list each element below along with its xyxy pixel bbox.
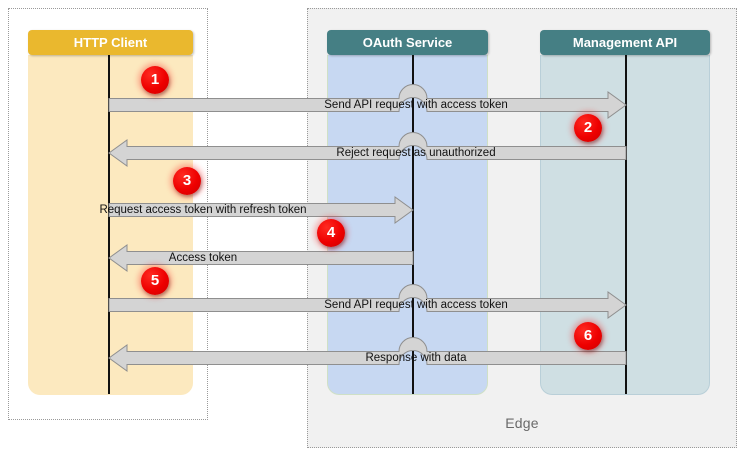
arrow-shape [108, 132, 627, 167]
message-label: Access token [168, 252, 238, 264]
lifeline-header-management-api: Management API [540, 30, 710, 55]
message-arrow [108, 196, 414, 224]
arrow-shape [108, 196, 414, 224]
message-label: Send API request with access token [324, 299, 508, 311]
message-label: Send API request with access token [324, 99, 508, 111]
step-badge: 1 [141, 66, 169, 94]
lifeline-header-oauth-service: OAuth Service [327, 30, 488, 55]
message-arrow [108, 244, 414, 272]
message-label: Reject request as unauthorized [336, 147, 496, 159]
message-arrow [108, 337, 627, 372]
lifeline-line-management-api [625, 55, 627, 394]
message-arrow [108, 284, 627, 319]
message-label: Request access token with refresh token [99, 204, 307, 216]
lifeline-line-http-client [108, 55, 110, 394]
arrow-shape [108, 284, 627, 319]
step-badge: 5 [141, 267, 169, 295]
lifeline-line-oauth-service [412, 55, 414, 394]
step-badge: 4 [317, 219, 345, 247]
step-badge: 6 [574, 322, 602, 350]
step-badge: 3 [173, 167, 201, 195]
lifeline-header-http-client: HTTP Client [28, 30, 193, 55]
step-badge: 2 [574, 114, 602, 142]
message-label: Response with data [365, 352, 467, 364]
message-arrow [108, 84, 627, 119]
arrow-shape [108, 244, 414, 272]
message-arrow [108, 132, 627, 167]
region-edge-label: Edge [505, 415, 539, 431]
arrow-shape [108, 337, 627, 372]
arrow-shape [108, 84, 627, 119]
